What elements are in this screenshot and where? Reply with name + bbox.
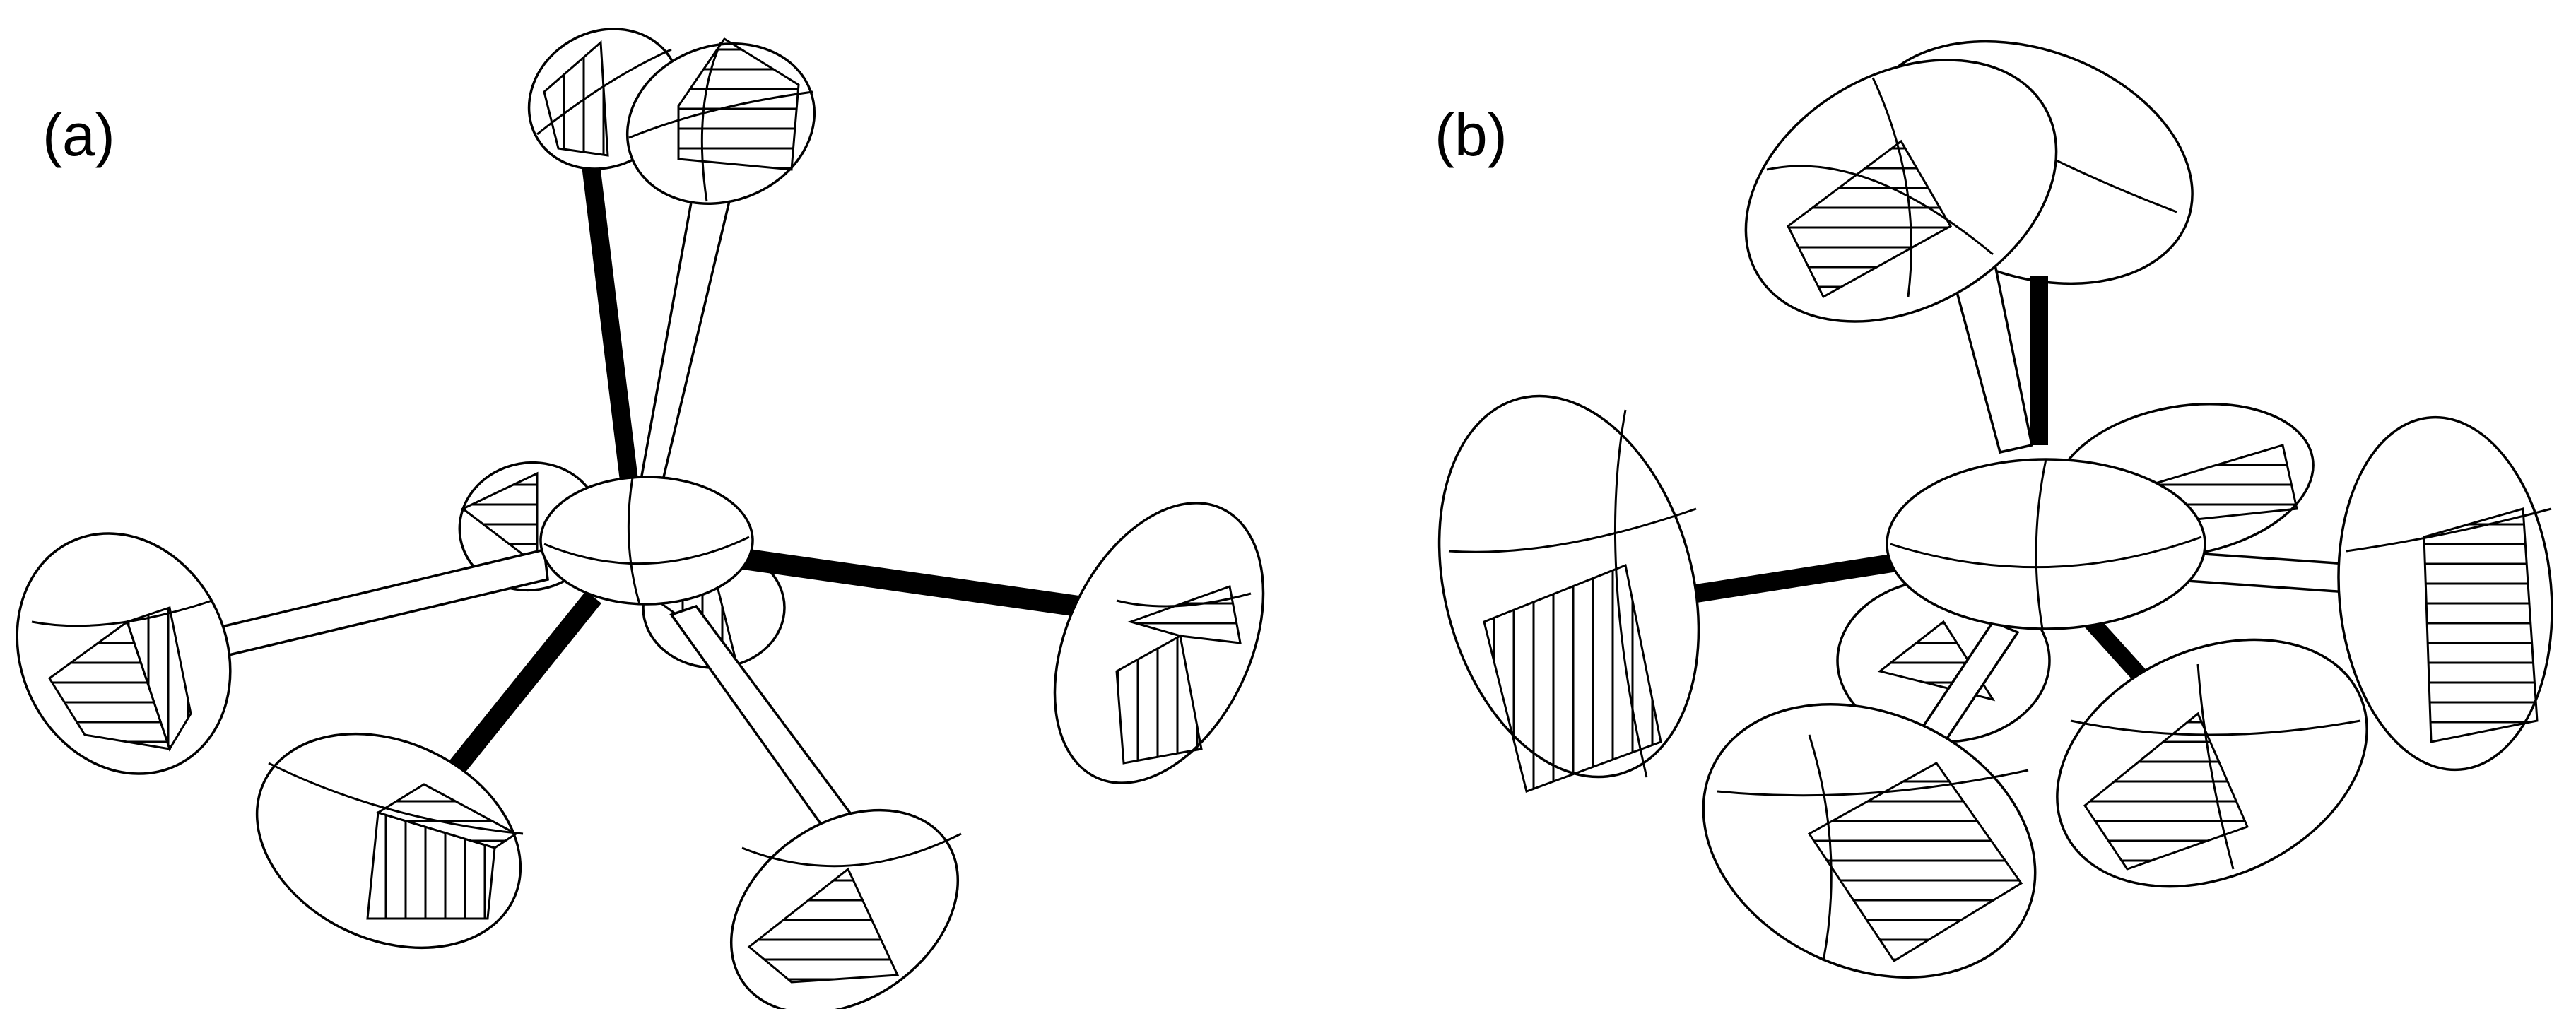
atom-b-top-front	[1744, 59, 2058, 323]
atom-b-center	[1886, 458, 2206, 630]
atom-b-left	[1437, 394, 1700, 793]
bond-a-lowerleft-solid	[441, 591, 601, 784]
bond-a-left-open	[196, 548, 549, 663]
atom-a-left	[16, 532, 232, 775]
panel-label-b: (b)	[1435, 102, 1507, 168]
atom-a-lower	[729, 808, 962, 1009]
bond-a-top-solid	[581, 158, 638, 482]
atom-a-center	[539, 476, 754, 606]
panel-b: (b)	[1435, 40, 2553, 979]
atom-a-right	[1053, 502, 1265, 784]
panel-label-a: (a)	[42, 102, 115, 168]
atom-a-top-front	[625, 37, 816, 205]
atom-a-lowerleft	[255, 732, 524, 950]
bond-a-right-solid	[736, 548, 1090, 618]
atom-b-right	[2337, 415, 2553, 772]
atom-b-lowerright	[2056, 638, 2368, 888]
bond-a-top-open	[637, 153, 741, 490]
panel-a: (a)	[16, 28, 1265, 1009]
bond-b-left-solid	[1695, 553, 1902, 603]
atom-b-lowerleft	[1702, 703, 2037, 979]
